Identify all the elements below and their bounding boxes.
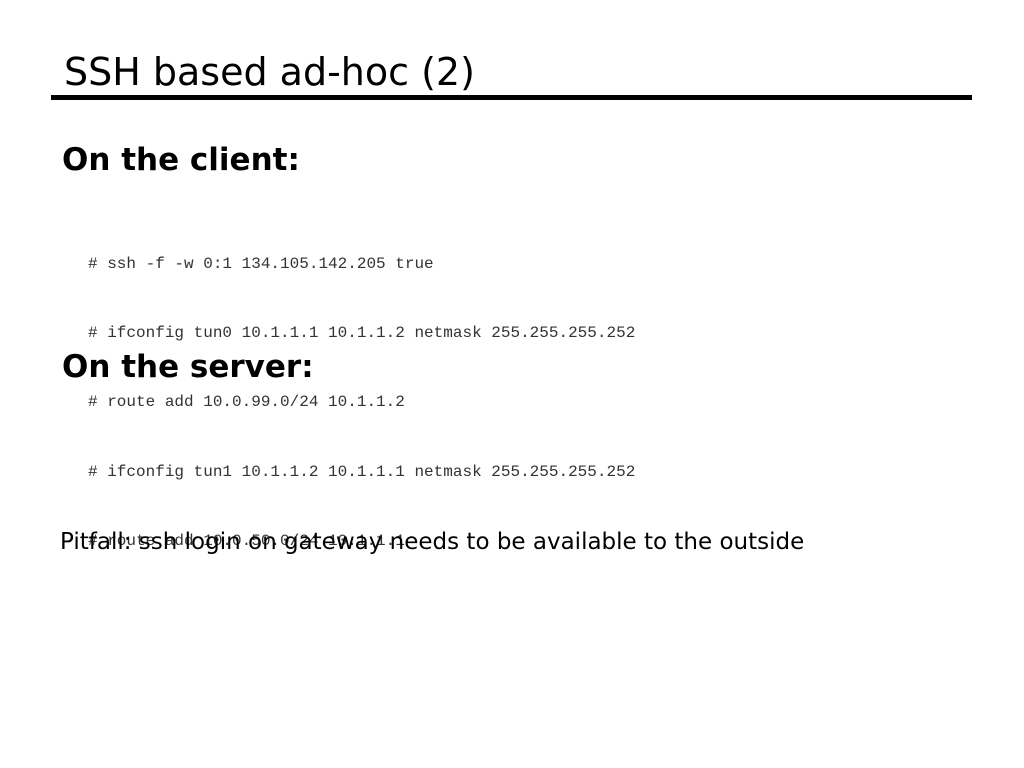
slide-title: SSH based ad-hoc (2): [64, 50, 475, 94]
client-command-line: # route add 10.0.99.0/24 10.1.1.2: [88, 393, 405, 411]
server-command-line: # route add 10.0.50.0/24 10.1.1.1: [88, 532, 405, 550]
client-command-line: # ifconfig tun0 10.1.1.1 10.1.1.2 netmas…: [88, 324, 636, 342]
pitfall-note: Pitfall: ssh login on gateway needs to b…: [60, 529, 805, 555]
title-underline-rule: [51, 95, 972, 100]
client-commands-block: # ssh -f -w 0:1 134.105.142.205 true # i…: [88, 207, 635, 460]
server-commands-block: # ifconfig tun1 10.1.1.2 10.1.1.1 netmas…: [88, 415, 635, 599]
client-command-line: # ssh -f -w 0:1 134.105.142.205 true: [88, 255, 434, 273]
server-section-heading: On the server:: [62, 349, 314, 385]
server-command-line: # ifconfig tun1 10.1.1.2 10.1.1.1 netmas…: [88, 463, 636, 481]
client-section-heading: On the client:: [62, 142, 300, 178]
